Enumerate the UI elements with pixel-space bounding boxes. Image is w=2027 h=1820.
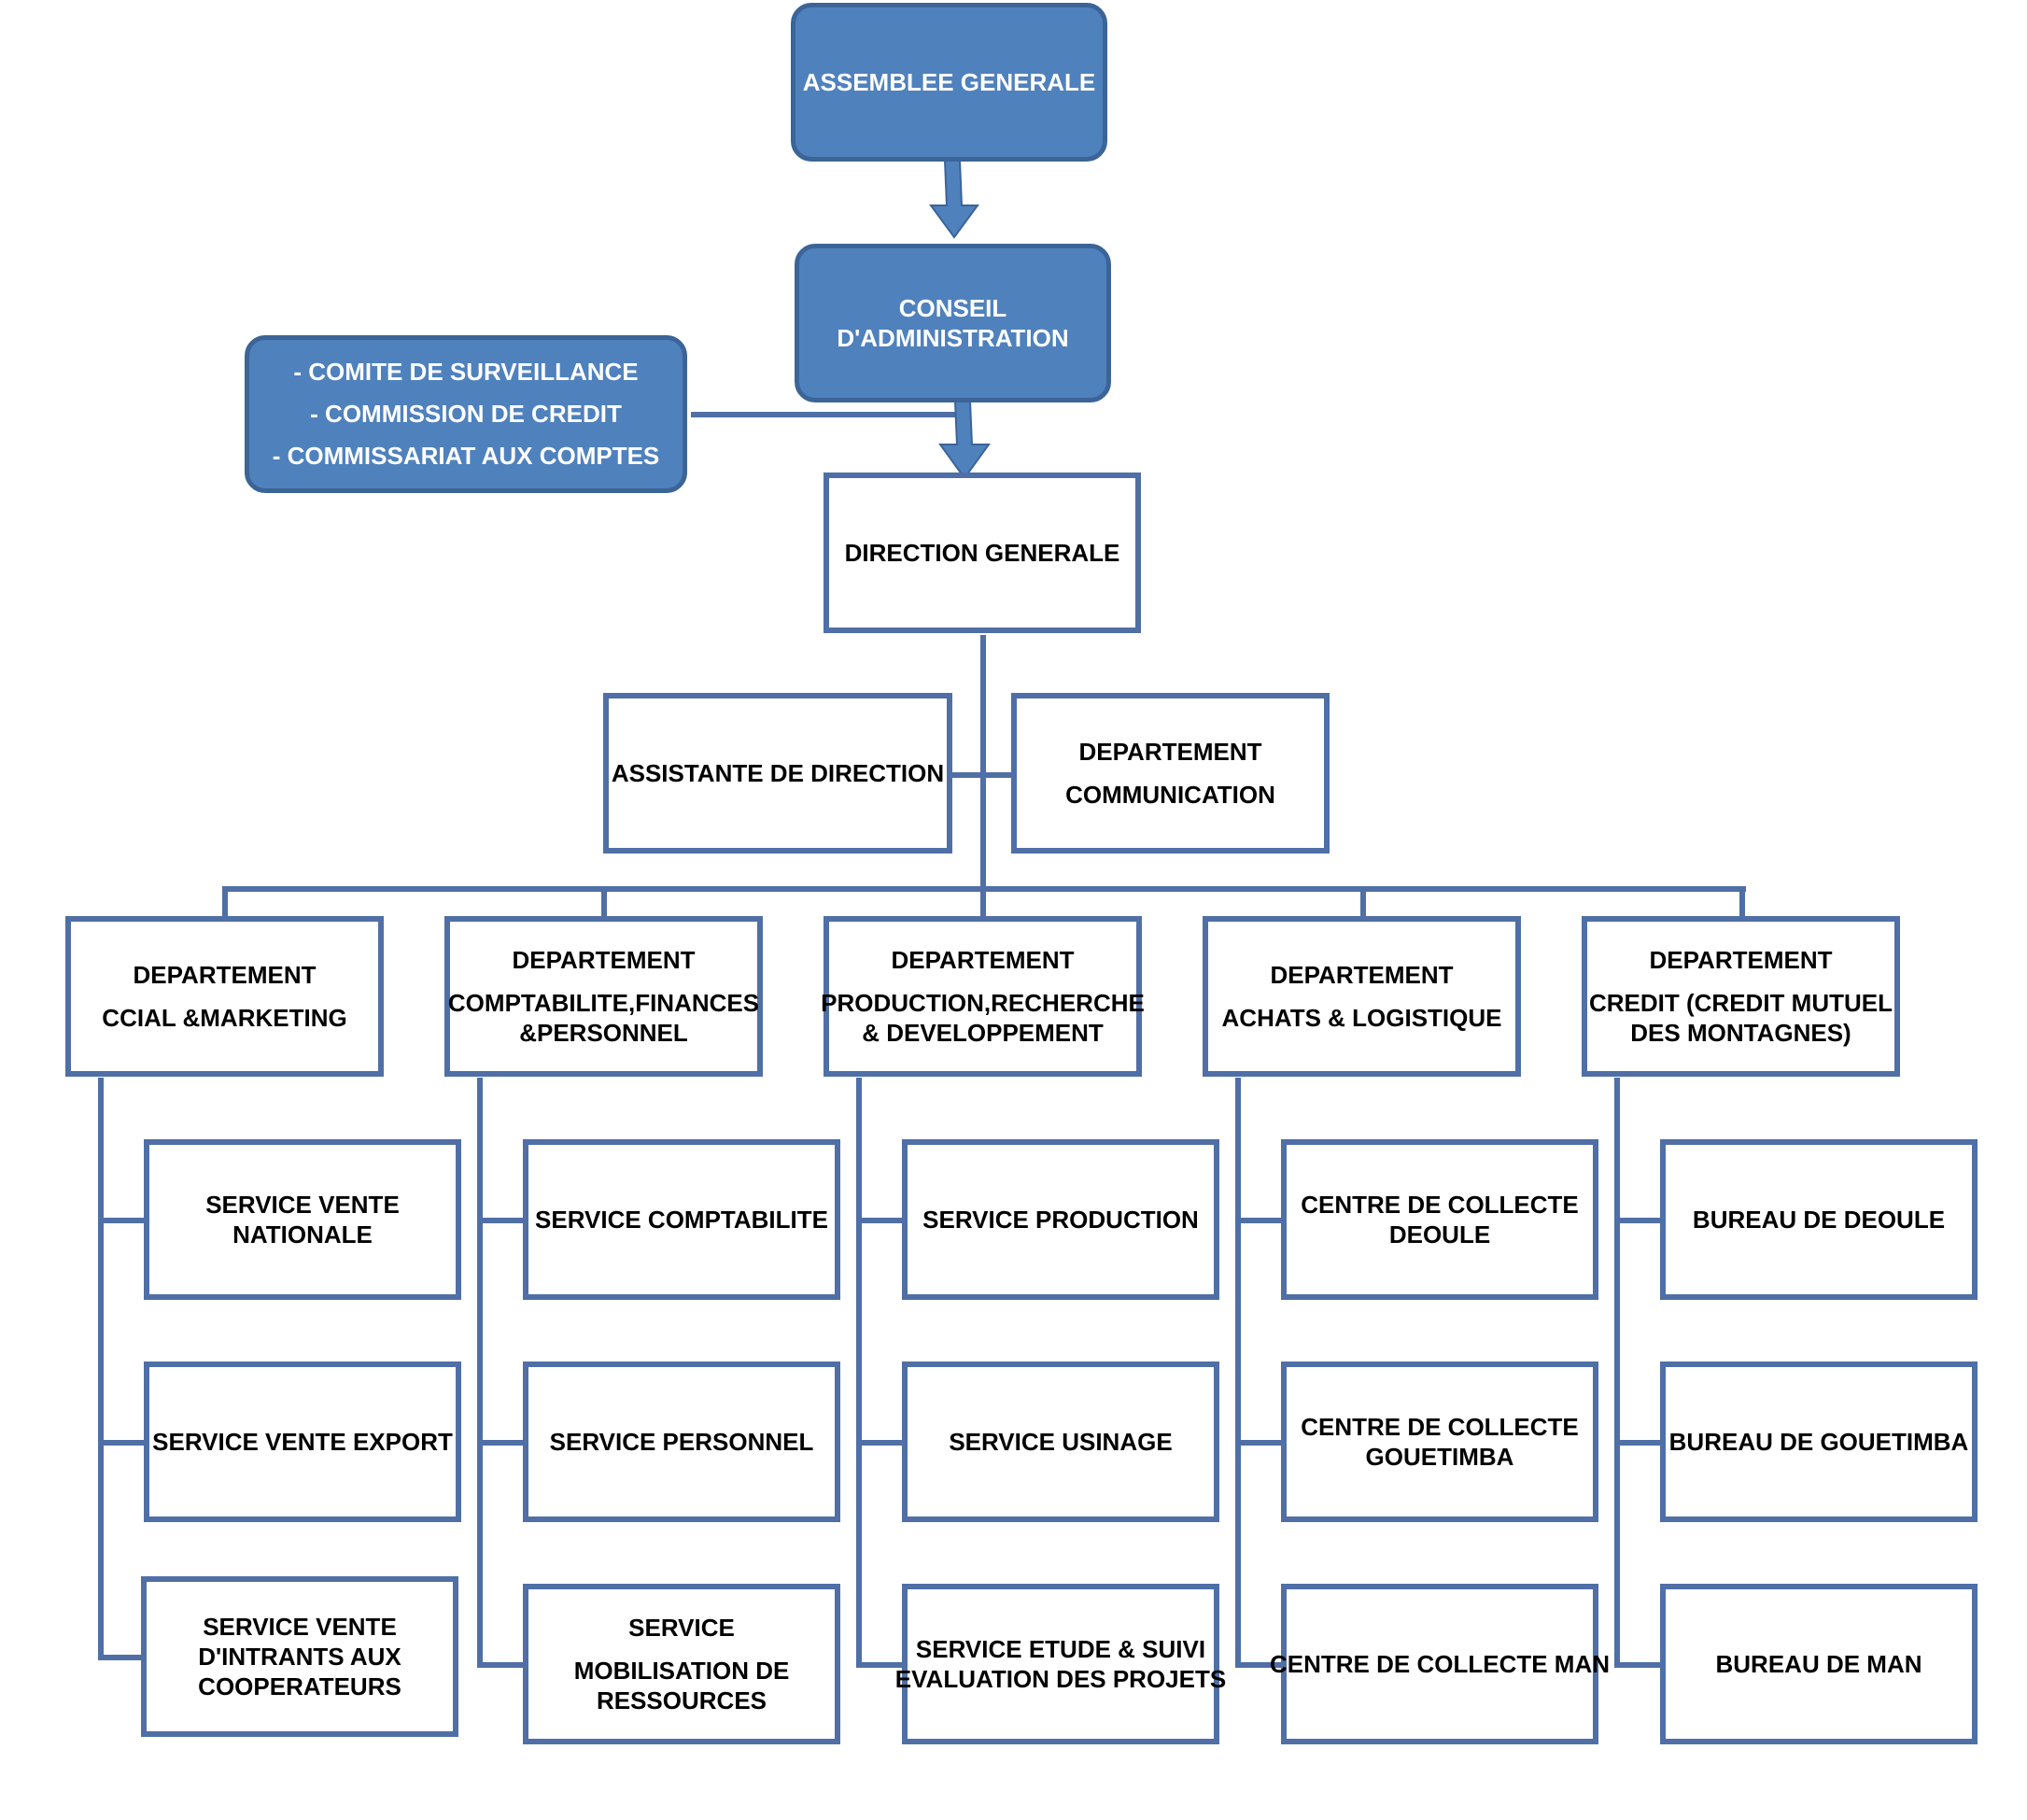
service-label-line: SERVICE PRODUCTION (922, 1206, 1199, 1234)
service-label-line: DEOULE (1388, 1220, 1491, 1249)
dept-label-line: DES MONTAGNES) (1630, 1019, 1851, 1047)
service-label-line: SERVICE VENTE (205, 1191, 400, 1219)
service-label-line: GOUETIMBA (1365, 1443, 1514, 1471)
service-label-line: SERVICE USINAGE (949, 1428, 1173, 1456)
service-label-line: CENTRE DE COLLECTE MAN (1270, 1650, 1610, 1678)
departement-communication-box: DEPARTEMENT COMMUNICATION (1011, 693, 1330, 854)
service-label-line: COOPERATEURS (198, 1672, 401, 1700)
service-label-line: BUREAU DE DEOULE (1692, 1206, 1946, 1234)
service-box: SERVICE VENTE D'INTRANTS AUX COOPERATEUR… (141, 1576, 458, 1737)
service-box: CENTRE DE COLLECTE MAN (1270, 1584, 1610, 1744)
communication-line2: COMMUNICATION (1065, 781, 1275, 809)
service-box: BUREAU DE MAN (1660, 1584, 1978, 1744)
comite-surveillance-label: - COMITE DE SURVEILLANCE (293, 358, 639, 386)
conseil-administration-box: CONSEIL D'ADMINISTRATION (795, 244, 1111, 402)
service-box: SERVICE PERSONNEL (523, 1361, 840, 1522)
commissariat-comptes-label: - COMMISSARIAT AUX COMPTES (272, 442, 660, 470)
dept-label-line: ACHATS & LOGISTIQUE (1221, 1004, 1502, 1032)
conseil-label-line1: CONSEIL (898, 294, 1007, 322)
service-label-line: SERVICE VENTE EXPORT (152, 1428, 453, 1456)
service-label-line: SERVICE COMPTABILITE (535, 1206, 828, 1234)
service-box: SERVICE VENTE EXPORT (144, 1361, 461, 1522)
departement-production-box: DEPARTEMENT PRODUCTION,RECHERCHE & DEVEL… (821, 916, 1145, 1077)
service-box: SERVICE MOBILISATION DE RESSOURCES (523, 1584, 840, 1744)
dept-label-line: DEPARTEMENT (133, 961, 317, 989)
assistante-direction-box: ASSISTANTE DE DIRECTION (603, 693, 952, 854)
departement-comptabilite-box: DEPARTEMENT COMPTABILITE,FINANCES &PERSO… (444, 916, 763, 1077)
dept-label-line: DEPARTEMENT (1649, 946, 1833, 974)
service-label-line: SERVICE (628, 1614, 735, 1642)
direction-generale-label: DIRECTION GENERALE (844, 539, 1120, 567)
service-box: CENTRE DE COLLECTE DEOULE (1281, 1139, 1598, 1300)
service-box: SERVICE COMPTABILITE (523, 1139, 840, 1300)
service-label-line: SERVICE ETUDE & SUIVI (915, 1635, 1206, 1663)
service-box: SERVICE USINAGE (902, 1361, 1219, 1522)
service-label-line: BUREAU DE GOUETIMBA (1668, 1428, 1969, 1456)
dept-label-line: COMPTABILITE,FINANCES (447, 989, 760, 1017)
service-label-line: RESSOURCES (596, 1686, 767, 1714)
service-label-line: SERVICE VENTE (203, 1613, 397, 1641)
dept-label-line: CREDIT (CREDIT MUTUEL (1589, 989, 1893, 1017)
service-label-line: SERVICE PERSONNEL (549, 1428, 814, 1456)
service-label-line: MOBILISATION DE (573, 1657, 790, 1685)
conseil-label-line2: D'ADMINISTRATION (837, 324, 1069, 352)
assistante-direction-label: ASSISTANTE DE DIRECTION (611, 759, 945, 787)
departement-credit-box: DEPARTEMENT CREDIT (CREDIT MUTUEL DES MO… (1582, 916, 1900, 1077)
commission-credit-label: - COMMISSION DE CREDIT (310, 400, 622, 428)
dept-label-line: DEPARTEMENT (1270, 961, 1454, 989)
dept-label-line: &PERSONNEL (519, 1019, 688, 1047)
service-label-line: EVALUATION DES PROJETS (894, 1665, 1227, 1693)
service-label-line: CENTRE DE COLLECTE (1301, 1413, 1579, 1441)
service-label-line: NATIONALE (232, 1220, 373, 1249)
comites-box: - COMITE DE SURVEILLANCE - COMMISSION DE… (245, 335, 687, 493)
assemblee-generale-label: ASSEMBLEE GENERALE (802, 68, 1096, 96)
service-label-line: D'INTRANTS AUX (198, 1643, 401, 1671)
service-label-line: CENTRE DE COLLECTE (1301, 1191, 1579, 1219)
dept-label-line: DEPARTEMENT (512, 946, 696, 974)
direction-generale-box: DIRECTION GENERALE (823, 473, 1141, 633)
departement-commercial-box: DEPARTEMENT CCIAL &MARKETING (65, 916, 384, 1077)
service-box: SERVICE ETUDE & SUIVI EVALUATION DES PRO… (895, 1584, 1226, 1744)
dept-label-line: DEPARTEMENT (891, 946, 1075, 974)
dept-label-line: PRODUCTION,RECHERCHE (821, 989, 1145, 1017)
dept-label-line: & DEVELOPPEMENT (862, 1019, 1104, 1047)
communication-line1: DEPARTEMENT (1078, 738, 1262, 766)
service-box: SERVICE PRODUCTION (902, 1139, 1219, 1300)
service-box: BUREAU DE GOUETIMBA (1660, 1361, 1978, 1522)
service-box: BUREAU DE DEOULE (1660, 1139, 1978, 1300)
departement-achats-box: DEPARTEMENT ACHATS & LOGISTIQUE (1203, 916, 1521, 1077)
dept-label-line: CCIAL &MARKETING (102, 1004, 347, 1032)
service-label-line: BUREAU DE MAN (1715, 1650, 1922, 1678)
service-box: CENTRE DE COLLECTE GOUETIMBA (1281, 1361, 1598, 1522)
assemblee-generale-box: ASSEMBLEE GENERALE (791, 3, 1107, 162)
service-box: SERVICE VENTE NATIONALE (144, 1139, 461, 1300)
